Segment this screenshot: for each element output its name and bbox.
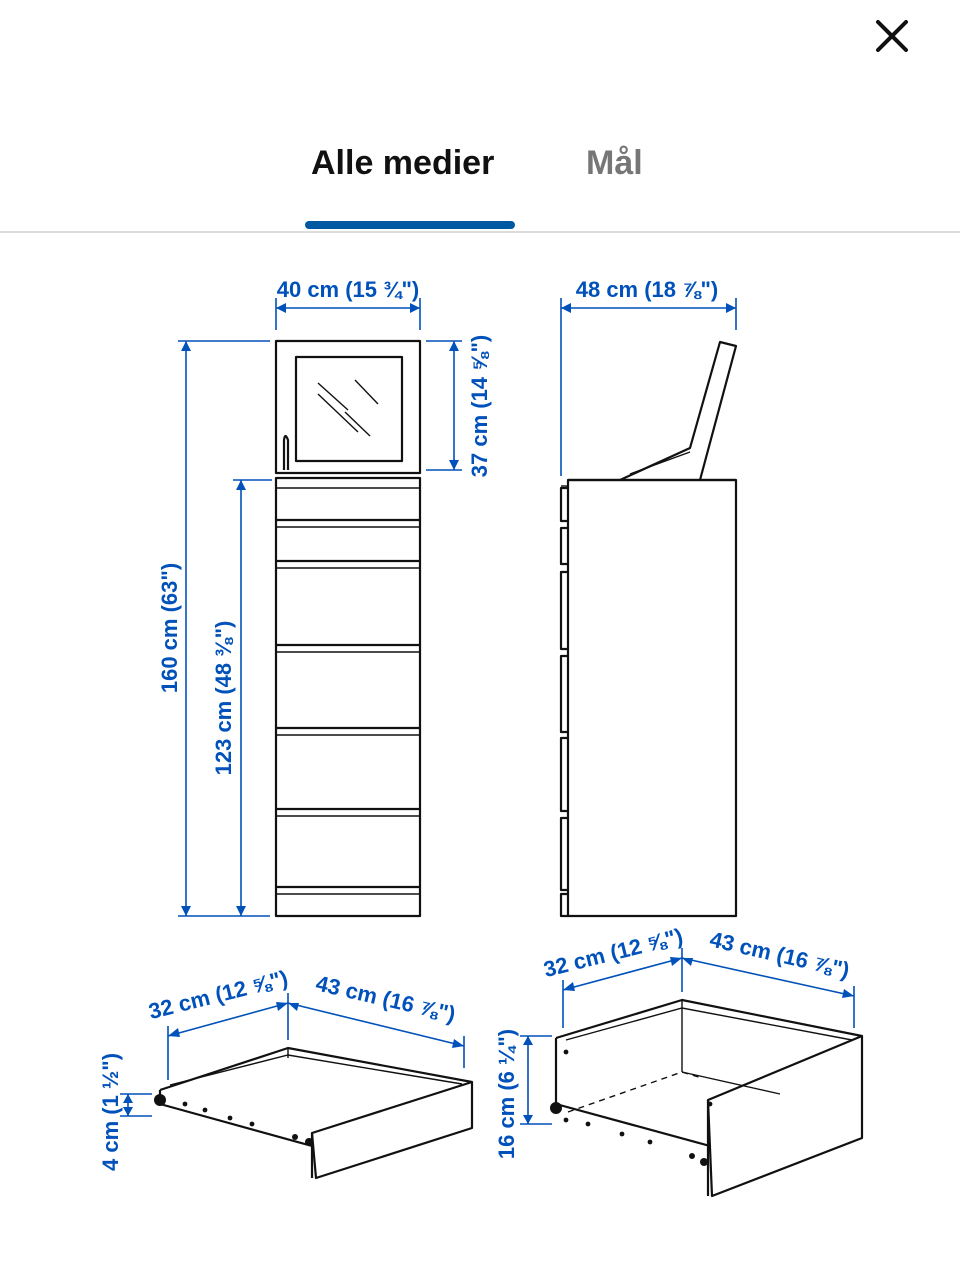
small-drawer-dimensions: 32 cm (12 ⅝") 43 cm (16 ⅞") 4 cm (1 ½") xyxy=(98,965,465,1171)
close-icon xyxy=(876,20,908,52)
front-view xyxy=(274,339,422,918)
side-view xyxy=(559,340,738,918)
small-drawer-depth-label: 43 cm (16 ⅞") xyxy=(313,970,457,1026)
active-tab-indicator xyxy=(305,221,515,229)
total-height-label: 160 cm (63") xyxy=(157,563,182,693)
chest-height-dimension: 123 cm (48 ⅜") xyxy=(211,479,272,916)
close-button[interactable] xyxy=(868,12,916,60)
tab-measurements[interactable]: Mål xyxy=(586,144,643,182)
total-height-dimension: 160 cm (63") xyxy=(157,340,270,917)
mirror-height-label: 37 cm (14 ⅝") xyxy=(467,335,492,478)
side-depth-dimension: 48 cm (18 ⅞") xyxy=(560,277,737,476)
dimension-drawing: 40 cm (15 ¾") 160 cm (63") 123 cm (48 ⅜"… xyxy=(98,277,864,1198)
front-width-dimension: 40 cm (15 ¾") xyxy=(275,277,421,330)
tabs-divider xyxy=(0,231,960,233)
mirror-height-dimension: 37 cm (14 ⅝") xyxy=(426,335,492,478)
small-drawer-height-label: 4 cm (1 ½") xyxy=(98,1053,123,1171)
large-drawer xyxy=(550,998,864,1198)
front-width-label: 40 cm (15 ¾") xyxy=(277,277,420,302)
large-drawer-height-label: 16 cm (6 ¼") xyxy=(494,1029,519,1159)
large-drawer-width-label: 32 cm (12 ⅝") xyxy=(541,923,685,982)
small-drawer xyxy=(154,1046,474,1180)
tab-all-media[interactable]: Alle medier xyxy=(311,144,495,182)
chest-height-label: 123 cm (48 ⅜") xyxy=(211,621,236,776)
large-drawer-dimensions: 32 cm (12 ⅝") 43 cm (16 ⅞") 16 cm (6 ¼") xyxy=(494,923,855,1159)
side-depth-label: 48 cm (18 ⅞") xyxy=(576,277,719,302)
large-drawer-depth-label: 43 cm (16 ⅞") xyxy=(707,926,851,982)
small-drawer-width-label: 32 cm (12 ⅝") xyxy=(146,965,290,1024)
media-tabs: Alle medier Mål xyxy=(0,120,960,234)
